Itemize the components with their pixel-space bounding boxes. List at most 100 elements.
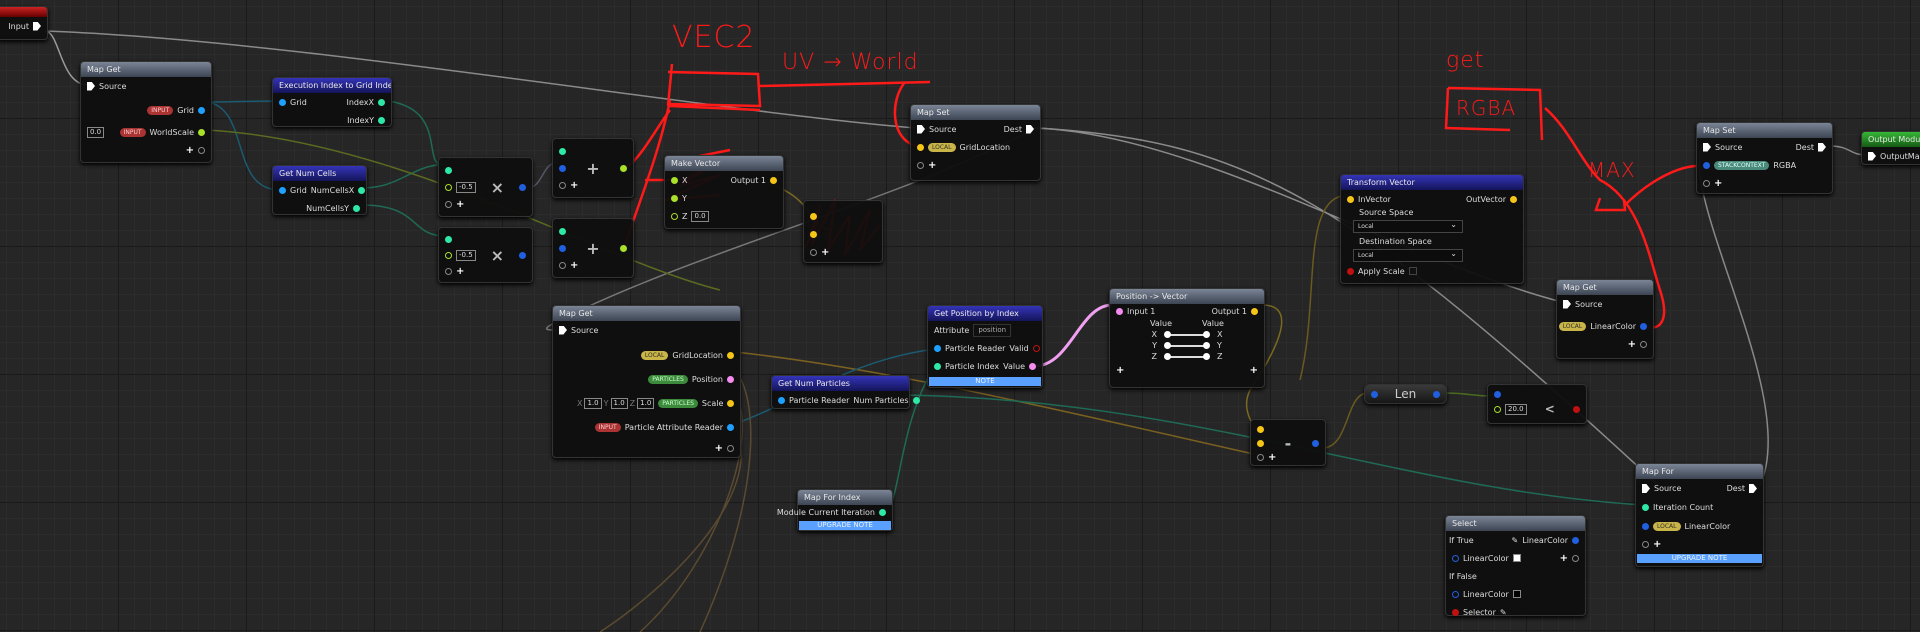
outvector-pin[interactable]: [1510, 195, 1517, 203]
add-pin-icon[interactable]: +: [570, 180, 579, 191]
exec-pin-icon[interactable]: [33, 21, 41, 31]
a-pin[interactable]: [1494, 390, 1501, 398]
scale-z-value[interactable]: 1.0: [637, 397, 655, 409]
scribbled-node[interactable]: +: [803, 200, 883, 263]
indexy-pin[interactable]: [378, 116, 385, 124]
invector-pin[interactable]: [1347, 195, 1354, 203]
exec-pin-icon[interactable]: [917, 124, 925, 134]
empty-pin[interactable]: [727, 444, 734, 452]
apply-scale-pin[interactable]: [1347, 267, 1354, 275]
empty-pin[interactable]: [1257, 453, 1264, 461]
output-pin[interactable]: [1572, 536, 1579, 544]
iteration-count-pin[interactable]: [1642, 504, 1649, 511]
indexx-pin[interactable]: [378, 98, 385, 106]
gridlocation-pin[interactable]: [917, 143, 924, 151]
exec-pin-icon[interactable]: [1563, 299, 1571, 309]
apply-scale-checkbox[interactable]: [1408, 267, 1417, 275]
b-pin[interactable]: [445, 184, 452, 191]
y-pin[interactable]: [671, 194, 678, 202]
reader-pin[interactable]: [778, 396, 785, 404]
a-pin[interactable]: [559, 228, 566, 235]
result-pin[interactable]: [1311, 439, 1319, 447]
scale-pin[interactable]: [727, 399, 735, 407]
numcellsx-pin[interactable]: [358, 186, 366, 194]
selector-pin[interactable]: [1452, 608, 1459, 616]
input-pin[interactable]: [1116, 307, 1123, 315]
add-pin-icon[interactable]: +: [714, 442, 723, 454]
reader-pin[interactable]: [934, 344, 941, 352]
empty-pin[interactable]: [917, 161, 924, 169]
add-pin-icon[interactable]: +: [1268, 451, 1277, 463]
grid-pin[interactable]: [279, 98, 286, 106]
a-pin[interactable]: [445, 236, 452, 243]
add-pin-icon[interactable]: +: [1653, 538, 1662, 550]
add-pin-icon[interactable]: +: [185, 144, 194, 156]
z-connection-handle[interactable]: [1164, 352, 1210, 360]
pencil-icon[interactable]: ✎: [1499, 607, 1507, 617]
index-pin[interactable]: [934, 362, 941, 370]
b-pin[interactable]: [559, 165, 566, 172]
true-pin[interactable]: [1452, 554, 1459, 562]
output-pin[interactable]: [770, 176, 777, 184]
less-than-node[interactable]: 20.0<: [1487, 384, 1587, 424]
empty-pin[interactable]: [1642, 540, 1649, 548]
result-pin[interactable]: [518, 252, 526, 259]
map-for-index-node[interactable]: Map For Index Module Current Iteration U…: [777, 489, 893, 531]
empty-pin[interactable]: [1640, 340, 1647, 348]
b-pin[interactable]: [1257, 439, 1264, 447]
add-input-pin-icon[interactable]: +: [1116, 364, 1125, 376]
exec-pin-icon[interactable]: [1868, 151, 1876, 161]
upgrade-note-button[interactable]: UPGRADE NOTE: [799, 521, 891, 530]
length-node[interactable]: Len: [1364, 384, 1447, 404]
subtract-node[interactable]: - +: [1250, 419, 1326, 466]
note-button[interactable]: NOTE: [929, 377, 1041, 386]
value-pin[interactable]: [1029, 362, 1037, 370]
empty-pin[interactable]: [559, 262, 566, 269]
worldscale-value[interactable]: 0.0: [87, 126, 105, 138]
add-node[interactable]: + +: [552, 138, 634, 198]
x-pin[interactable]: [671, 176, 678, 184]
linearcolor-pin[interactable]: [1640, 322, 1647, 330]
iteration-pin[interactable]: [879, 508, 886, 516]
rgba-pin[interactable]: [1703, 161, 1710, 169]
upgrade-note-button[interactable]: UPGRADE NOTE: [1637, 554, 1762, 563]
empty-pin[interactable]: [1703, 179, 1710, 187]
num-particles-pin[interactable]: [912, 396, 920, 404]
position-pin[interactable]: [727, 375, 734, 383]
numcellsy-pin[interactable]: [353, 204, 360, 212]
exec-pin-icon[interactable]: [1818, 142, 1826, 152]
attribute-input[interactable]: position: [973, 323, 1012, 337]
false-pin[interactable]: [1452, 590, 1459, 598]
result-pin[interactable]: [620, 245, 627, 252]
add-pin-icon[interactable]: +: [1559, 552, 1568, 564]
white-color-swatch[interactable]: [1512, 554, 1521, 562]
exec-pin-icon[interactable]: [1026, 124, 1034, 134]
add-pin-icon[interactable]: +: [570, 260, 579, 271]
multiply-node[interactable]: -0.5× +: [438, 157, 533, 217]
empty-pin[interactable]: [1572, 554, 1579, 562]
pencil-icon[interactable]: ✎: [1511, 535, 1519, 545]
add-pin-icon[interactable]: +: [456, 266, 465, 277]
linearcolor-pin[interactable]: [1642, 523, 1649, 530]
a-pin[interactable]: [559, 148, 566, 155]
result-pin[interactable]: [518, 184, 526, 191]
input-node[interactable]: Input: [0, 6, 48, 40]
b-pin[interactable]: [559, 245, 566, 252]
a-pin[interactable]: [1257, 425, 1264, 433]
gridlocation-pin[interactable]: [727, 351, 734, 359]
result-pin[interactable]: [620, 165, 627, 172]
empty-pin[interactable]: [445, 201, 452, 208]
a-pin[interactable]: [810, 212, 817, 220]
add-pin-icon[interactable]: +: [1714, 177, 1723, 189]
vector-pin[interactable]: [1371, 390, 1378, 398]
z-pin[interactable]: [671, 212, 678, 220]
